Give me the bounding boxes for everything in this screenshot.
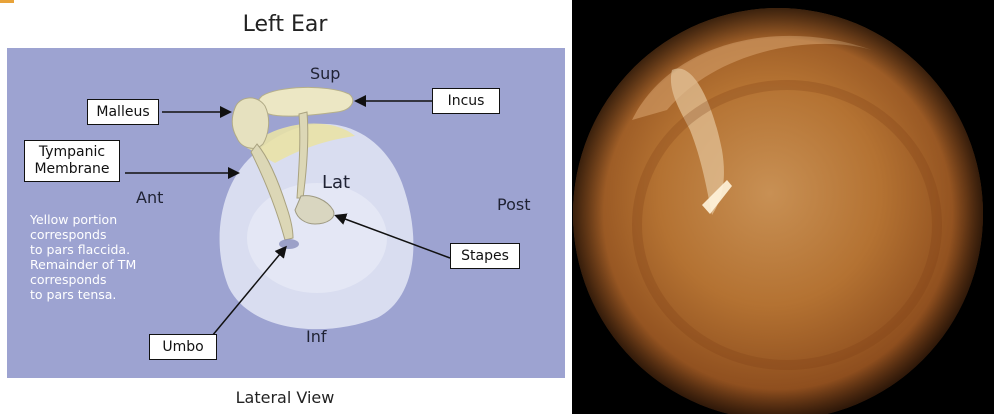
note-line: Yellow portion — [30, 212, 118, 227]
tympanic-membrane-label: Tympanic Membrane — [24, 140, 120, 182]
stapes-leader — [334, 213, 451, 259]
tympanic-label-line2: Membrane — [34, 161, 110, 177]
umbo-leader — [211, 245, 287, 337]
direction-ant: Ant — [136, 188, 164, 207]
note-line: to pars flaccida. — [30, 242, 131, 257]
note-line: corresponds — [30, 227, 107, 242]
diagram-panel: Left Ear Sup Lat Ant Post — [0, 0, 565, 407]
note-line: Remainder of TM — [30, 257, 137, 272]
view-caption: Lateral View — [235, 388, 335, 407]
diagram-title: Left Ear — [242, 12, 328, 37]
otoscopic-photo — [572, 0, 994, 414]
umbo-label: Umbo — [149, 334, 217, 360]
ear-anatomy-illustration — [125, 87, 451, 337]
stapes-label: Stapes — [450, 243, 520, 269]
accent-bar — [0, 0, 14, 3]
note-line: to pars tensa. — [30, 287, 117, 302]
tympanic-label-line1: Tympanic — [38, 144, 106, 160]
stapes-bone — [294, 195, 335, 225]
eardrum-photo-illustration — [573, 8, 983, 414]
direction-inf: Inf — [306, 327, 327, 346]
malleus-bone — [231, 97, 270, 149]
note-line: corresponds — [30, 272, 107, 287]
pars-note: Yellow portion corresponds to pars flacc… — [30, 212, 160, 302]
direction-post: Post — [497, 195, 531, 214]
incus-bone — [257, 87, 354, 117]
direction-sup: Sup — [310, 64, 341, 83]
direction-lat: Lat — [322, 172, 351, 193]
umbo-point — [279, 239, 299, 249]
malleus-label: Malleus — [87, 99, 159, 125]
incus-label: Incus — [432, 88, 500, 114]
